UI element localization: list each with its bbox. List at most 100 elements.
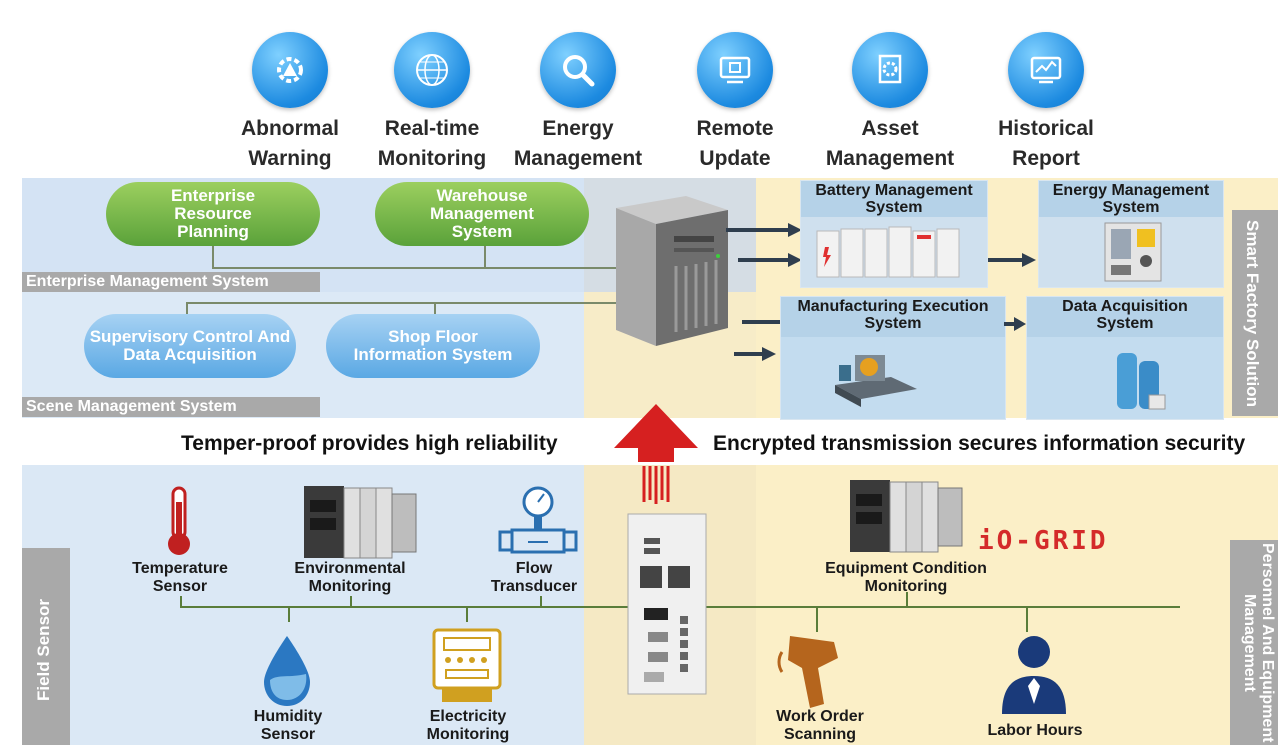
sfis-label-line1: Shop Floor [388, 327, 478, 346]
flow-label-line2: Transducer [490, 578, 578, 595]
feature-label-line2: Monitoring [377, 147, 487, 170]
connector-line [180, 596, 182, 608]
banner-left-text: Temper-proof provides high reliability [181, 432, 558, 455]
feature-label-line2: Report [1012, 147, 1080, 170]
upload-arrow-icon [614, 404, 698, 504]
scada-label-line2: Data Acquisition [123, 345, 257, 364]
feature-label-line1: Energy [542, 117, 614, 140]
ems-title-line2: System [1102, 199, 1160, 216]
ems-title-line1: Energy Management [1052, 182, 1210, 199]
connector-line [350, 596, 352, 608]
electrical-cabinet-icon [1104, 222, 1162, 282]
mes-to-das-arrow [1004, 317, 1026, 331]
humidity-label-line2: Sensor [260, 726, 316, 743]
humidity-label-line1: Humidity [253, 708, 323, 725]
bms-title-line2: System [865, 199, 923, 216]
erp-label-line2: Resource [174, 204, 252, 223]
mes-title-line1: Manufacturing Execution [797, 298, 989, 315]
erp-label-line1: Enterprise [170, 186, 256, 205]
connector-line [816, 606, 818, 632]
barcode-scanner-icon [777, 636, 838, 708]
work-order-label-line2: Scanning [783, 726, 856, 743]
work-order-label-line1: Work Order [776, 708, 864, 725]
personnel-label: Personnel And Equipment Management [1241, 542, 1276, 743]
worker-person-icon [1002, 636, 1066, 714]
storage-tanks-icon [1117, 353, 1166, 410]
globe-icon [394, 32, 470, 108]
equipment-module-icon [850, 480, 963, 553]
gear-warning-icon [252, 32, 328, 108]
flow-label-line1: Flow [515, 560, 553, 577]
equipment-label-line2: Monitoring [864, 578, 948, 595]
erp-label-line3: Planning [177, 222, 249, 241]
banner-right-text: Encrypted transmission secures informati… [713, 432, 1246, 455]
connector-line [186, 302, 188, 316]
water-drop-icon [264, 636, 310, 706]
connector-line [434, 302, 436, 316]
connector-line [288, 606, 290, 622]
feature-label-line2: Update [699, 147, 771, 170]
smart-factory-label: Smart Factory Solution [1243, 220, 1262, 408]
connector-line [906, 592, 908, 608]
scene-section-title: Scene Management System [22, 397, 320, 417]
feature-label-line2: Warning [248, 147, 332, 170]
machine-icon [835, 355, 917, 407]
feature-label-line1: Historical [998, 117, 1094, 140]
sfis-label-line2: Information System [353, 345, 513, 364]
connector-line [212, 267, 616, 269]
io-grid-logo: iO-GRID [978, 526, 1109, 556]
labor-hours-label: Labor Hours [987, 722, 1083, 739]
scada-label-line1: Supervisory Control And [89, 327, 291, 346]
connector-line [484, 246, 486, 268]
wms-label-line2: Management [430, 204, 534, 223]
io-module-icon [304, 486, 417, 559]
feature-label-line1: Asset [861, 117, 919, 140]
electricity-label-line2: Monitoring [426, 726, 510, 743]
temperature-label-line1: Temperature [132, 560, 228, 577]
feature-label-line2: Management [825, 147, 955, 170]
feature-label-line2: Management [513, 147, 643, 170]
wms-label-line3: System [451, 222, 513, 241]
temperature-label-line2: Sensor [152, 578, 208, 595]
equipment-label-line1: Equipment Condition [825, 560, 987, 577]
chart-monitor-icon [1008, 32, 1084, 108]
field-sensor-label: Field Sensor [34, 598, 53, 702]
magnifier-icon [540, 32, 616, 108]
feature-label-line1: Abnormal [240, 117, 339, 140]
enterprise-section-title: Enterprise Management System [22, 272, 320, 292]
das-title-line2: System [1096, 315, 1154, 332]
server-tower-icon [616, 196, 728, 351]
environmental-label-line2: Monitoring [308, 578, 392, 595]
connector-line [212, 246, 214, 268]
bms-to-ems-arrow [988, 253, 1036, 267]
bms-title-line1: Battery Management [815, 182, 973, 199]
wms-label-line1: Warehouse [436, 186, 528, 205]
document-gear-icon [852, 32, 928, 108]
flow-meter-icon [498, 486, 578, 554]
electricity-label-line1: Electricity [429, 708, 507, 725]
das-title-line1: Data Acquisition [1062, 298, 1188, 315]
battery-rack-icon [816, 226, 960, 278]
gateway-device-icon [627, 513, 707, 695]
thermometer-icon [168, 486, 190, 555]
